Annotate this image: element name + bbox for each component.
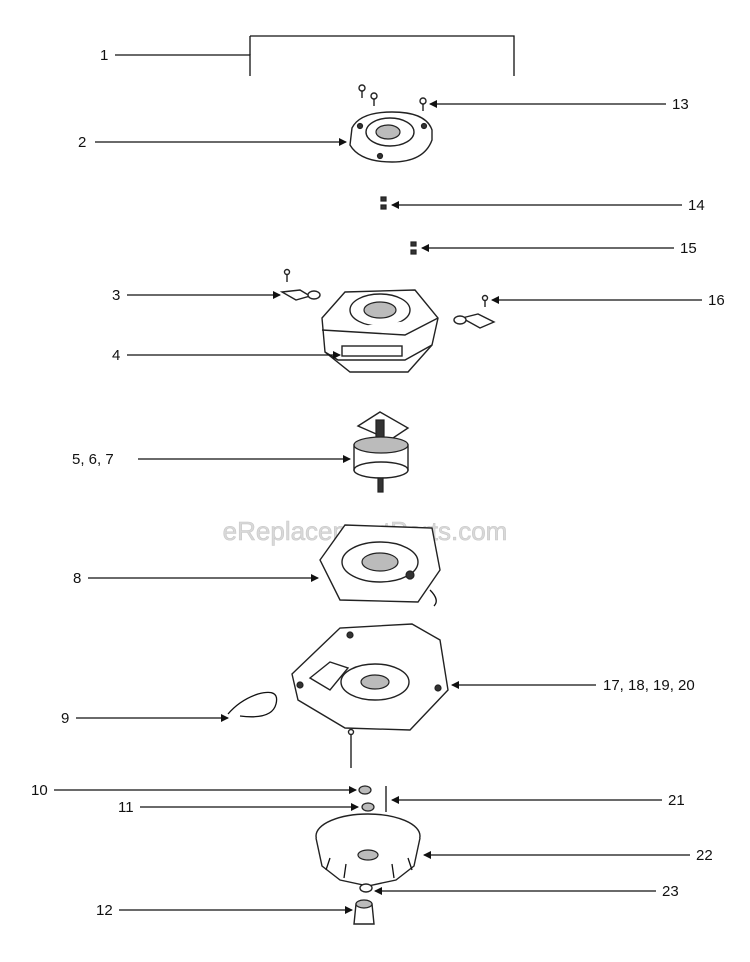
callout-10: 10 — [31, 782, 357, 799]
callout-17-18-19-20: 17, 18, 19, 20 — [451, 677, 695, 694]
callout-2: 2 — [78, 134, 347, 151]
callout-9: 9 — [61, 710, 229, 727]
cord-part-9 — [227, 691, 278, 718]
field-frame-part-4 — [321, 289, 439, 373]
nut-part-14 — [380, 196, 387, 210]
screw-part-13 — [358, 84, 427, 111]
callout-label-5-6-7: 5, 6, 7 — [72, 451, 114, 468]
callout-label-16: 16 — [708, 292, 725, 309]
callout-23: 23 — [374, 883, 679, 900]
long-screw — [347, 728, 355, 768]
callout-label-4: 4 — [112, 347, 120, 364]
motor-housing-part-8 — [319, 524, 441, 607]
callout-15: 15 — [421, 240, 697, 257]
callout-label-12: 12 — [96, 902, 113, 919]
callout-label-3: 3 — [112, 287, 120, 304]
washer-part-23 — [359, 883, 373, 893]
callout-label-13: 13 — [672, 96, 689, 113]
assembly-bracket — [250, 35, 515, 76]
callout-label-21: 21 — [668, 792, 685, 809]
armature-part-5-6-7 — [353, 411, 410, 493]
callout-14: 14 — [391, 197, 705, 214]
callout-22: 22 — [423, 847, 713, 864]
callout-leader-1 — [115, 54, 251, 76]
brush-holder-part-16 — [453, 294, 496, 329]
callout-12: 12 — [96, 902, 353, 919]
callout-13: 13 — [429, 96, 689, 113]
callout-label-23: 23 — [662, 883, 679, 900]
callout-1: 1 — [100, 35, 515, 76]
callout-label-22: 22 — [696, 847, 713, 864]
callout-21: 21 — [391, 792, 685, 809]
nut-part-15 — [410, 241, 417, 255]
callout-label-2: 2 — [78, 134, 86, 151]
callout-label-14: 14 — [688, 197, 705, 214]
washer-part-11 — [361, 802, 375, 812]
callout-label-15: 15 — [680, 240, 697, 257]
callout-label-11: 11 — [118, 799, 134, 816]
brush-holder-part-3 — [279, 268, 321, 301]
callout-label-9: 9 — [61, 710, 69, 727]
callout-label-10: 10 — [31, 782, 48, 799]
callout-label-17-18-19-20: 17, 18, 19, 20 — [603, 677, 695, 694]
callout-8: 8 — [73, 570, 319, 587]
callout-11: 11 — [118, 799, 359, 816]
base-housing-part-17-20 — [291, 623, 449, 731]
callout-4: 4 — [112, 347, 341, 364]
callout-3: 3 — [112, 287, 281, 304]
callout-label-1: 1 — [100, 47, 108, 64]
washer-part-10 — [358, 785, 372, 795]
callout-5-6-7: 5, 6, 7 — [72, 451, 351, 468]
fan-part-22 — [315, 813, 421, 887]
motor-cover-plate-part-2 — [349, 111, 433, 163]
nut-part-12 — [353, 899, 375, 925]
callout-16: 16 — [491, 292, 725, 309]
callout-label-8: 8 — [73, 570, 81, 587]
